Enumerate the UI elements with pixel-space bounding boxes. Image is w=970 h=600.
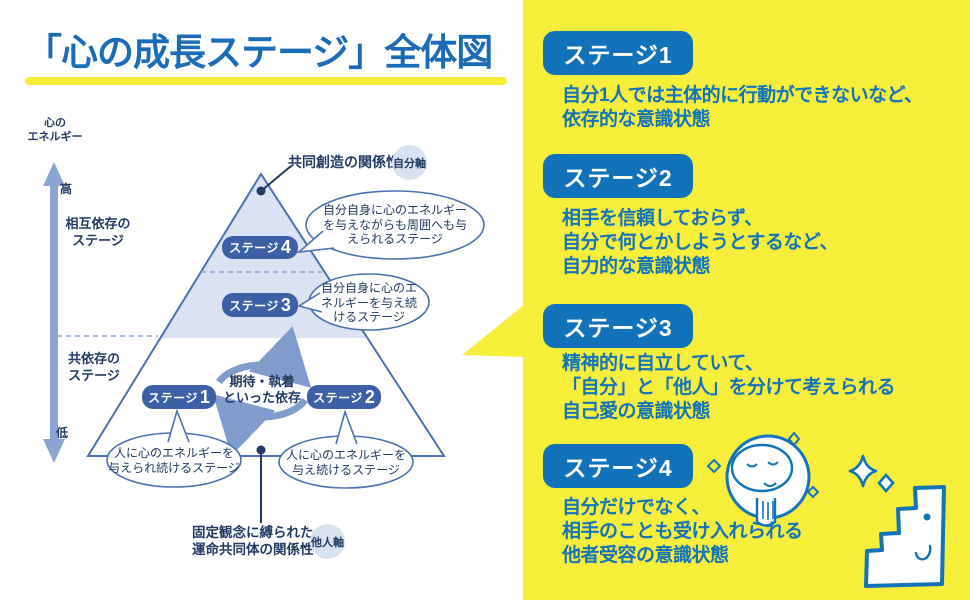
stage-2-badge: ステージ2 [543, 154, 693, 198]
pill-label: ステージ [148, 390, 198, 405]
pill-label: ステージ [229, 298, 279, 313]
stage3-bubble [296, 273, 430, 331]
stage-3-badge: ステージ3 [543, 304, 693, 348]
stage1-bubble [106, 408, 242, 488]
stage2-bubble [278, 409, 414, 489]
axis-low-label: 低 [56, 426, 69, 440]
apex-dot [256, 186, 266, 196]
stage3-bubble-text: 自分自身に心のエ ネルギーを与え続 けるステージ [320, 281, 417, 324]
base-dot [256, 445, 266, 455]
sparkle-icon [787, 431, 801, 447]
sparkle-icon [877, 473, 895, 493]
sparkle-icons [706, 431, 895, 499]
zone-label-interdependence: 相互依存の ステージ [65, 216, 131, 248]
stage-1-description: 自分1人では主体的に行動ができないなど、 依存的な意識状態 [562, 85, 923, 130]
stage-2-description: 相手を信頼しておらず、 自分で何とかしようとするなど、 自力的な意識状態 [562, 208, 838, 277]
sparkle-icon [848, 454, 878, 488]
staircase-illustration [864, 485, 946, 588]
stage-4-badge: ステージ4 [543, 444, 693, 488]
title-underline [25, 77, 507, 85]
axis-high-label: 高 [60, 182, 73, 196]
pill-number: 4 [280, 237, 291, 257]
stage-4-description: 自分だけでなく、 相手のことも受け入れられる 他者受容の意識状態 [562, 497, 803, 566]
pill-number: 3 [280, 294, 291, 315]
sparkle-icon [806, 485, 820, 499]
zone-label-codependence: 共依存の ステージ [67, 351, 120, 383]
dependence-cycle-arrows-icon [212, 326, 312, 456]
energy-axis-arrow [43, 162, 65, 463]
stage-3-description: 精神的に自立していて、 「自分」と「他人」を分けて考えられる 自己愛の意識状態 [562, 353, 896, 422]
stage4-bubble-text: 自分自身に心のエネルギー を与えながらも周囲へも与 えられるステージ [322, 203, 467, 246]
apex-annotation: 共同創造の関係性 [288, 154, 400, 170]
pill-label: ステージ [229, 241, 279, 255]
stage4-bubble [296, 190, 485, 260]
dependence-center-label: 期待・執着 といった依存 [222, 374, 301, 405]
panel-notch [462, 305, 524, 357]
stage2-bubble-text: 人に心のエネルギーを 与え続けるステージ [285, 448, 406, 477]
sparkle-icon [706, 458, 722, 474]
base-connector [256, 445, 266, 523]
base-annotation: 固定観念に縛られた 運命共同体の関係性 [192, 525, 314, 557]
other-axis-badge: 他人軸 [310, 524, 345, 559]
pill-label: ステージ [313, 390, 363, 405]
self-axis-badge: 自分軸 [392, 145, 427, 180]
stage1-bubble-text: 人に心のエネルギーを 与えられ続けるステージ [108, 446, 240, 475]
apex-connector [256, 165, 292, 196]
stage-1-badge: ステージ1 [543, 31, 693, 75]
pill-number: 1 [199, 386, 210, 407]
page-title: 「心の成長ステージ」全体図 [25, 32, 493, 73]
axis-label: 心の エネルギー [27, 117, 83, 143]
pill-number: 2 [364, 386, 375, 407]
mirror-face-illustration [725, 434, 811, 527]
